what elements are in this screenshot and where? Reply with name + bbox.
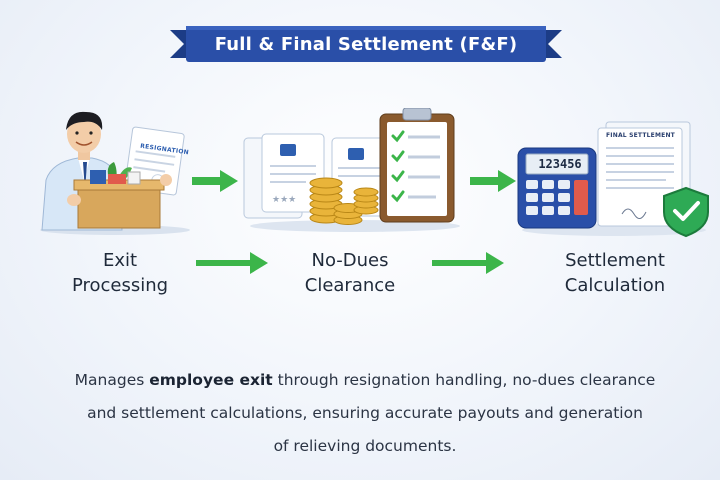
step-exit-processing: Exit Processing (40, 248, 200, 298)
step-label-line2: Processing (71, 275, 169, 296)
no-dues-illustration: ★★★ (240, 107, 470, 233)
description-line3: of relieving documents. (273, 437, 457, 455)
step-label-line1: Exit (102, 250, 138, 271)
arrow-right-icon (192, 170, 238, 192)
step-settlement-calculation: Settlement Calculation (530, 248, 700, 298)
arrow-right-icon (470, 170, 516, 192)
final-settlement-doc-label: FINAL SETTLEMENT (606, 132, 675, 139)
description: Manages employee exit through resignatio… (20, 364, 710, 463)
description-line1: Manages employee exit through resignatio… (20, 364, 710, 397)
step-label-line2: Calculation (564, 275, 666, 296)
description-text: through resignation handling, no-dues cl… (272, 371, 656, 389)
step-label-line2: Clearance (304, 275, 396, 296)
description-text: Manages (74, 371, 150, 389)
step-label-line1: No-Dues (311, 250, 389, 271)
calculator-display: 123456 (538, 157, 582, 171)
arrow-right-icon (432, 252, 504, 274)
settlement-calc-illustration (516, 118, 712, 238)
arrow-right-icon (196, 252, 268, 274)
page-title: Full & Final Settlement (F&F) (214, 33, 518, 55)
description-line2: and settlement calculations, ensuring ac… (87, 404, 643, 422)
title-banner: Full & Final Settlement (F&F) (170, 24, 562, 64)
step-label-line1: Settlement (565, 250, 665, 271)
svg-text:★★★: ★★★ (272, 195, 296, 205)
step-no-dues-clearance: No-Dues Clearance (270, 248, 430, 298)
exit-processing-illustration (30, 100, 200, 235)
description-bold: employee exit (149, 371, 273, 389)
